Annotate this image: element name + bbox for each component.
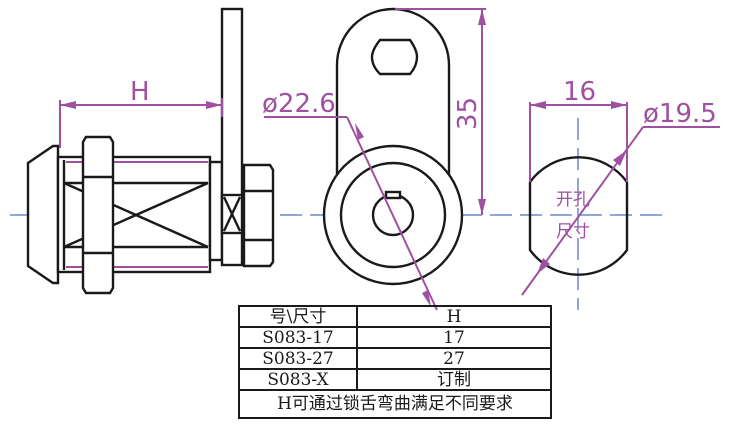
side-view: H: [26, 7, 275, 295]
table-header-row: 号\尺寸 H: [238, 305, 552, 328]
table-row: S083-X 订制: [238, 368, 552, 391]
front-view: 35 ø22.6: [262, 7, 486, 311]
cutout-label-line2: 尺寸: [556, 222, 590, 242]
dim-width-label: 16: [563, 77, 596, 107]
hex-nut: [81, 135, 115, 295]
model-cell: S083-17: [238, 326, 358, 349]
cutout-label-line1: 开孔: [556, 190, 590, 210]
panel-cutout-view: 16 ø19.5 开孔 尺寸: [521, 77, 720, 310]
cam-nut: [242, 163, 275, 268]
table-note-row: H可通过锁舌弯曲满足不同要求: [238, 389, 552, 419]
dim-cutout-diameter-label: ø19.5: [643, 99, 717, 129]
dim-height-label: 35: [453, 97, 483, 130]
h-cell: 27: [356, 347, 552, 370]
h-cell: 订制: [356, 368, 552, 391]
header-model: 号\尺寸: [238, 305, 358, 328]
cam-slot: [370, 38, 419, 76]
h-cell: 17: [356, 326, 552, 349]
cam-outline: [335, 7, 451, 182]
dim-h-label: H: [130, 77, 150, 107]
table-note: H可通过锁舌弯曲满足不同要求: [238, 389, 552, 419]
model-cell: S083-27: [238, 347, 358, 370]
model-cell: S083-X: [238, 368, 358, 391]
dim-cam-diameter-label: ø22.6: [262, 89, 336, 119]
table-row: S083-27 27: [238, 347, 552, 370]
model-size-table: 号\尺寸 H S083-17 17 S083-27 27 S083-X 订制 H…: [238, 305, 552, 419]
table-row: S083-17 17: [238, 326, 552, 349]
header-h: H: [356, 305, 552, 328]
cutout-outline: [528, 156, 629, 276]
lock-face-bezel: [26, 144, 60, 285]
